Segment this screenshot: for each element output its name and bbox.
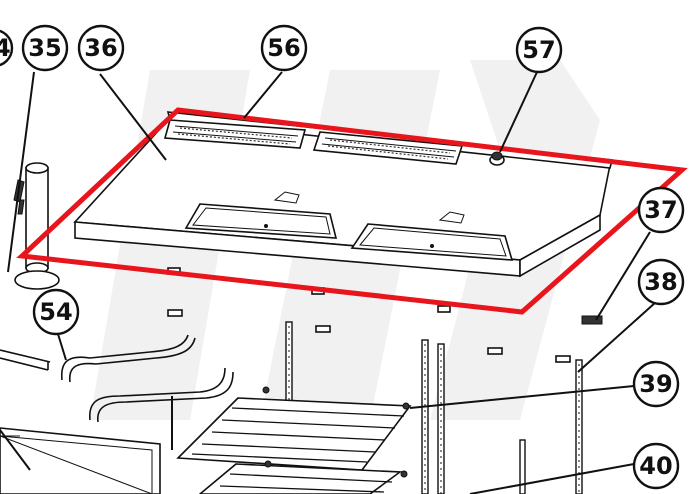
- callout-37-label: 37: [644, 196, 677, 224]
- callout-36: 36: [77, 24, 125, 72]
- callout-36-label: 36: [84, 34, 117, 62]
- callout-37: 37: [637, 186, 685, 234]
- rear-grilles-part-56: [163, 119, 464, 165]
- sink-right: [350, 211, 514, 261]
- callout-40: 40: [632, 442, 680, 490]
- callout-39-label: 39: [639, 370, 672, 398]
- callout-54-label: 54: [39, 298, 72, 326]
- callout-39: 39: [632, 360, 680, 408]
- frame-and-shelves: [0, 267, 603, 494]
- callout-34: 34: [0, 29, 14, 67]
- highlight-outline: [16, 107, 688, 315]
- sink-left: [184, 191, 338, 239]
- callout-34-label: 34: [0, 34, 11, 62]
- callout-35-label: 35: [28, 34, 61, 62]
- tubes-part-54: [0, 334, 234, 423]
- leader-lines: [0, 71, 657, 494]
- callout-38-label: 38: [644, 268, 677, 296]
- callout-56-label: 56: [267, 34, 300, 62]
- callout-57-label: 57: [522, 36, 555, 64]
- callout-57: 57: [515, 26, 563, 74]
- knob-part-57: [489, 151, 505, 166]
- callout-56: 56: [260, 24, 308, 72]
- callout-54: 54: [32, 288, 80, 336]
- callout-38: 38: [637, 258, 685, 306]
- callout-40-label: 40: [639, 452, 672, 480]
- callout-35: 35: [21, 24, 69, 72]
